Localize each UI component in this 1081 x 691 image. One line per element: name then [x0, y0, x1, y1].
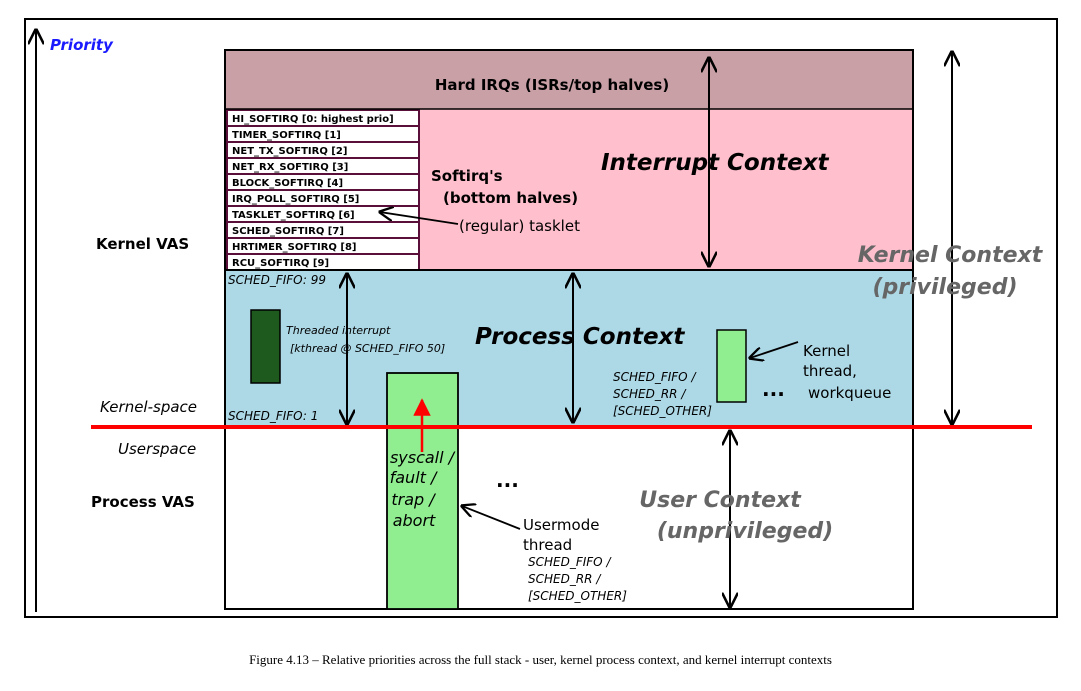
user-sched-policy-2: SCHED_RR / — [528, 572, 602, 586]
kthread-sched-policy-2: SCHED_RR / — [613, 387, 687, 401]
kernel-thread-block — [716, 329, 747, 403]
sched-fifo-1-label: SCHED_FIFO: 1 — [228, 409, 318, 423]
process-context-label: Process Context — [475, 324, 685, 350]
user-sched-policy-3: [SCHED_OTHER] — [528, 589, 627, 603]
usermode-thread-arrow — [462, 506, 521, 530]
softirq-title: Softirq's — [431, 167, 503, 185]
stack-outline — [224, 49, 914, 610]
threaded-interrupt-block — [250, 309, 281, 384]
user-sched-policy: SCHED_FIFO / — [528, 555, 612, 569]
kthread-sched-policy-3: [SCHED_OTHER] — [613, 404, 712, 418]
usermode-thread-label-2: thread — [523, 536, 572, 554]
usermode-ellipsis: ... — [496, 468, 519, 492]
softirq-label: TIMER_SOFTIRQ [1] — [232, 130, 341, 141]
tasklet-label: (regular) tasklet — [459, 217, 580, 235]
userspace-label: Userspace — [118, 440, 196, 458]
kthread-sched-policy: SCHED_FIFO / — [613, 370, 697, 384]
user-context-sublabel: (unprivileged) — [657, 519, 833, 544]
softirq-label: IRQ_POLL_SOFTIRQ [5] — [232, 194, 359, 205]
usermode-thread-label: Usermode — [523, 516, 599, 534]
kernel-thread-label-2: thread, — [803, 362, 857, 380]
threaded-interrupt-label: Threaded interrupt — [286, 324, 391, 337]
user-context-label: User Context — [639, 488, 802, 513]
softirq-label: HRTIMER_SOFTIRQ [8] — [232, 242, 357, 253]
tasklet-arrow — [380, 212, 459, 225]
hard-irq-band — [225, 50, 913, 109]
interrupt-context-label: Interrupt Context — [601, 150, 830, 176]
trap-label: trap / — [391, 490, 436, 509]
softirq-label: NET_RX_SOFTIRQ [3] — [232, 162, 348, 173]
kernel-thread-label-3: workqueue — [808, 384, 891, 402]
kernel-thread-ellipsis: ... — [762, 377, 785, 401]
figure-caption: Figure 4.13 – Relative priorities across… — [249, 652, 832, 667]
threaded-interrupt-detail: [kthread @ SCHED_FIFO 50] — [290, 342, 445, 355]
softirq-label: NET_TX_SOFTIRQ [2] — [232, 146, 347, 157]
kernel-thread-arrow — [750, 341, 799, 358]
softirq-subtitle: (bottom halves) — [443, 189, 578, 207]
fault-label: fault / — [390, 468, 438, 487]
softirq-label: BLOCK_SOFTIRQ [4] — [232, 178, 343, 189]
hard-irq-label: Hard IRQs (ISRs/top halves) — [435, 76, 669, 94]
kernel-thread-label: Kernel — [803, 342, 850, 360]
process-vas-label: Process VAS — [91, 493, 195, 511]
softirq-label: SCHED_SOFTIRQ [7] — [232, 226, 344, 237]
sched-fifo-99-label: SCHED_FIFO: 99 — [228, 273, 326, 287]
kernel-space-label: Kernel-space — [100, 398, 197, 416]
kernel-context-label: Kernel Context — [858, 243, 1044, 268]
kernel-vas-label: Kernel VAS — [96, 235, 189, 253]
priority-label: Priority — [50, 36, 114, 54]
kernel-context-sublabel: (privileged) — [872, 275, 1017, 300]
softirq-label: HI_SOFTIRQ [0: highest prio] — [232, 114, 394, 125]
abort-label: abort — [393, 511, 436, 530]
softirq-label: TASKLET_SOFTIRQ [6] — [232, 210, 355, 221]
syscall-label: syscall / — [390, 448, 456, 467]
softirq-label: RCU_SOFTIRQ [9] — [232, 258, 329, 269]
softirq-list: HI_SOFTIRQ [0: highest prio] TIMER_SOFTI… — [226, 109, 420, 271]
